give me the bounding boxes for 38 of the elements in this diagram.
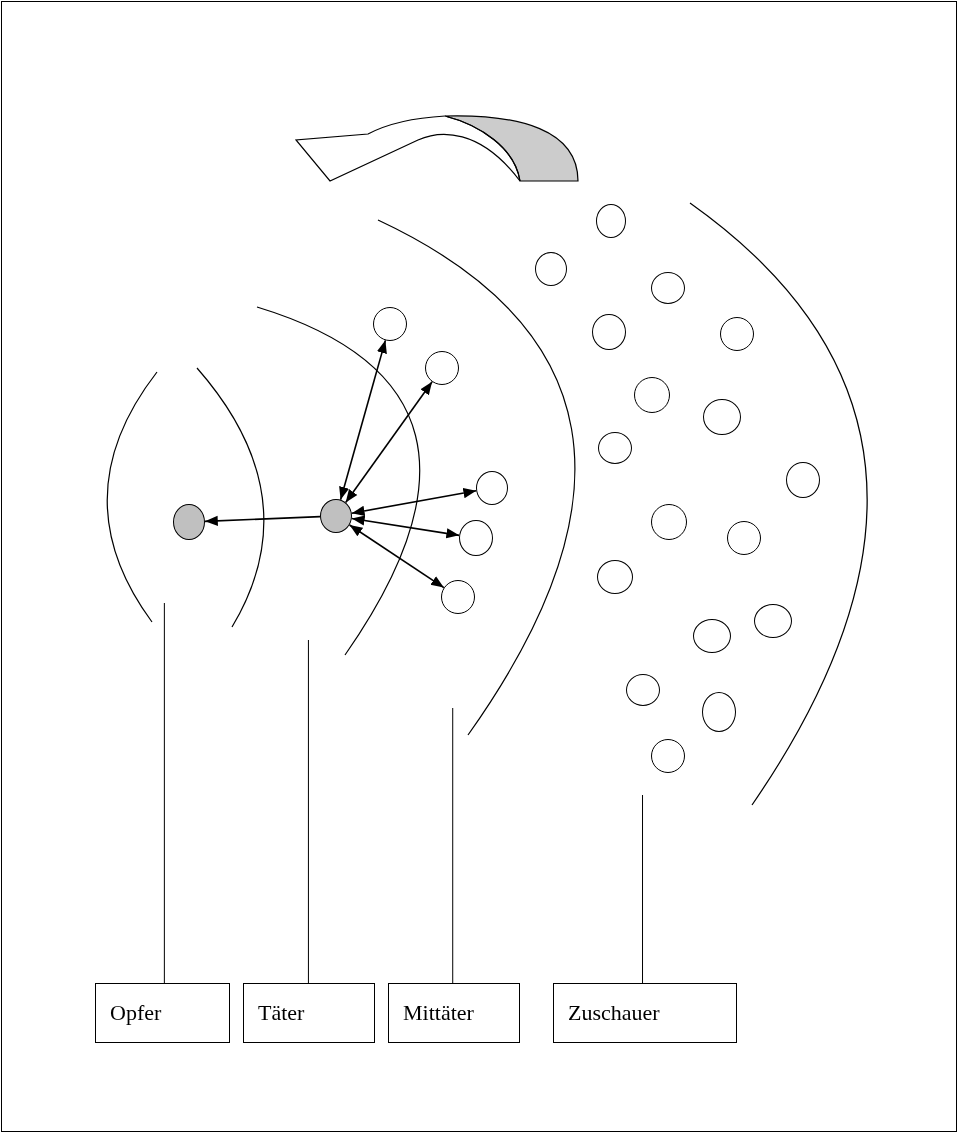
person-circle bbox=[441, 580, 475, 614]
arrow bbox=[350, 488, 478, 516]
arrow bbox=[351, 515, 460, 539]
person-circle bbox=[425, 351, 459, 385]
person-circle bbox=[651, 272, 685, 304]
label-box: Zuschauer bbox=[553, 983, 737, 1043]
person-circle bbox=[626, 674, 660, 706]
person-circle-filled bbox=[173, 504, 205, 540]
person-circle bbox=[786, 462, 820, 498]
label-box: Mittäter bbox=[388, 983, 520, 1043]
person-circle bbox=[596, 204, 626, 238]
person-circle bbox=[703, 399, 741, 435]
person-circle bbox=[598, 432, 632, 464]
person-circle bbox=[651, 739, 685, 773]
arrow bbox=[339, 339, 387, 501]
person-circle bbox=[651, 504, 687, 540]
arrow bbox=[348, 524, 445, 589]
leader-line bbox=[307, 639, 309, 984]
label-box: Opfer bbox=[95, 983, 230, 1043]
person-circle bbox=[476, 471, 508, 505]
arrow bbox=[204, 515, 321, 526]
person-circle bbox=[535, 252, 567, 286]
leader-line bbox=[642, 794, 643, 984]
label-box: Täter bbox=[243, 983, 375, 1043]
person-circle bbox=[634, 377, 670, 413]
person-circle-filled bbox=[320, 499, 352, 533]
person-circle bbox=[459, 520, 493, 556]
person-circle bbox=[727, 521, 761, 555]
person-circle bbox=[693, 619, 731, 653]
leader-line bbox=[452, 707, 454, 984]
leader-line bbox=[163, 602, 165, 984]
person-circle bbox=[597, 560, 633, 594]
person-circle bbox=[720, 317, 754, 351]
person-circle bbox=[592, 314, 626, 350]
person-circle bbox=[373, 307, 407, 341]
arrow bbox=[344, 381, 433, 504]
person-circle bbox=[702, 692, 736, 732]
person-circle bbox=[754, 604, 792, 638]
